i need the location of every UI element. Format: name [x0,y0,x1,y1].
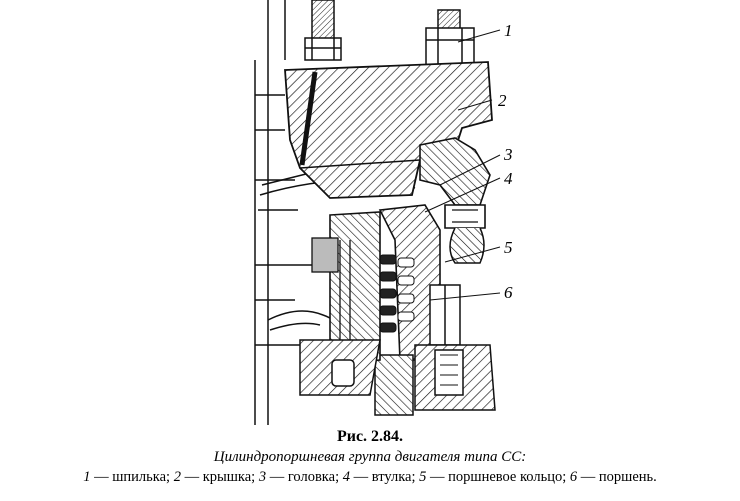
figure-title: Цилиндропоршневая группа двигателя типа … [213,449,527,465]
figure-caption: Рис. 2.84. Цилиндропоршневая группа двиг… [0,425,740,487]
legend-num-2: 2 [173,469,181,485]
legend-text-1: — шпилька; [90,469,174,485]
legend-num-4: 4 [342,469,350,485]
legend-text-4: — втулка; [349,469,420,485]
legend-num-6: 6 [569,469,578,485]
callout-3: 3 [503,145,513,164]
callout-5: 5 [504,238,513,257]
callout-6: 6 [504,283,513,302]
lower-right-stud [414,284,496,411]
callout-4: 4 [504,169,513,188]
piston-part-6 [299,211,381,396]
head-part-3 [419,137,491,264]
cylinder-piston-drawing: 1 2 3 4 5 6 [254,0,513,425]
legend-text-2: — крышка; [180,469,259,485]
top-left-stud [304,0,342,61]
stud-part-1 [425,9,475,67]
leader-lines [424,29,501,301]
legend-num-1: 1 [83,469,91,485]
legend-num-5: 5 [419,469,427,485]
legend-text-6: — поршень. [577,469,657,485]
piston-rings-part-5 [379,254,415,333]
callout-2: 2 [498,91,507,110]
figure-legend: 1 — шпилька; 2 — крышка; 3 — головка; 4 … [0,467,740,487]
legend-text-5: — поршневое кольцо; [426,469,570,485]
callout-1: 1 [504,21,513,40]
legend-num-3: 3 [258,469,267,485]
legend-text-3: — головка; [266,469,343,485]
figure-number: Рис. 2.84. [336,428,404,445]
